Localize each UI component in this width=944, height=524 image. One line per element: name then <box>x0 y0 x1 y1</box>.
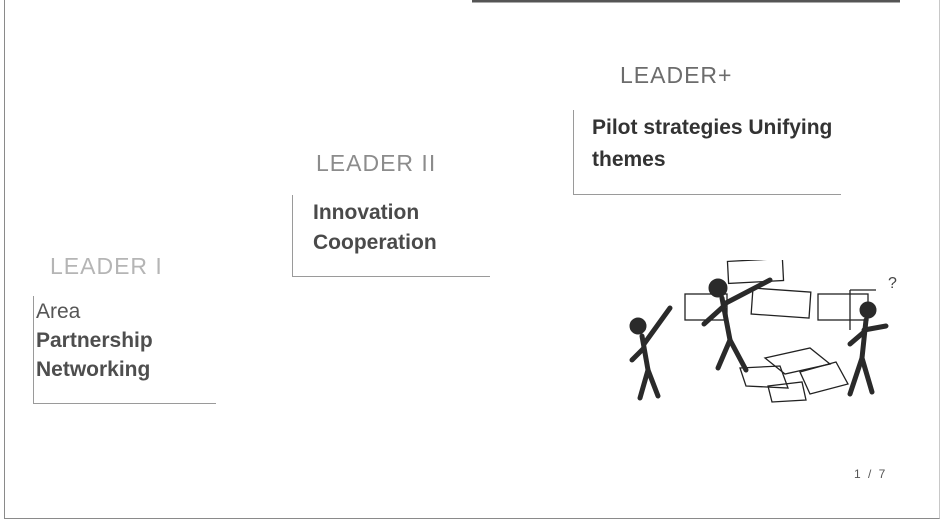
heading-leader-ii: LEADER II <box>316 150 437 176</box>
paper-sheet <box>799 361 849 395</box>
block-leader-plus: Pilot strategies Unifying themes <box>573 110 841 195</box>
text-line: themes <box>592 148 666 171</box>
paper-sheet <box>726 260 785 285</box>
figure-arm <box>861 323 889 333</box>
figure-leg <box>727 337 749 373</box>
stick-figures-illustration: ? <box>629 260 897 403</box>
text-line: Area <box>36 300 81 323</box>
text-line: Pilot strategies Unifying <box>592 116 833 139</box>
figure-head <box>629 317 647 335</box>
heading-leader-plus: LEADER+ <box>620 62 733 88</box>
figure-body <box>859 317 869 361</box>
page-number: 1 / 7 <box>854 467 888 481</box>
figure-arm <box>629 345 647 363</box>
block-leader-ii: Innovation Cooperation <box>292 195 490 277</box>
paper-sheet <box>750 287 812 319</box>
figure-arm <box>641 305 673 347</box>
figure-arm <box>721 277 773 307</box>
block-leader-i: Area Partnership Networking <box>33 296 216 404</box>
heading-leader-i: LEADER I <box>50 253 163 279</box>
paper-sheet <box>763 347 832 375</box>
figure-head <box>859 301 877 319</box>
text-line: Partnership <box>36 329 153 352</box>
figure-leg <box>859 355 875 395</box>
figure-arm <box>701 303 727 327</box>
text-line: Innovation <box>313 201 420 224</box>
paper-sheet <box>767 381 807 403</box>
top-rule <box>472 0 900 3</box>
slide-frame <box>4 0 940 519</box>
figure-leg <box>637 367 651 401</box>
figure-leg <box>715 337 733 371</box>
question-mark: ? <box>888 275 897 292</box>
text-line: Cooperation <box>313 231 437 254</box>
figure-arm <box>847 329 867 347</box>
figure-head <box>708 278 728 298</box>
text-line: Networking <box>36 358 151 381</box>
paper-sheet <box>739 365 789 389</box>
figure-leg <box>847 355 865 397</box>
figure-leg <box>645 367 661 399</box>
